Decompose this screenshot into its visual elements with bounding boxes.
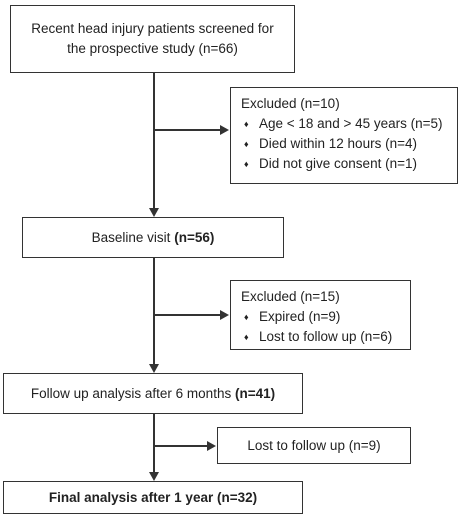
baseline-label: Baseline visit (n=56)	[91, 229, 215, 245]
followup-box: Follow up analysis after 6 months (n=41)	[3, 373, 303, 414]
lost-label: Lost to follow up (n=9)	[247, 437, 381, 453]
excluded1-item: Did not give consent (n=1)	[241, 154, 447, 174]
connector-baseline-to-followup	[153, 258, 155, 366]
connector-to-excluded2	[153, 314, 221, 316]
screened-line1: Recent head injury patients screened for	[31, 21, 274, 36]
excluded1-item: Died within 12 hours (n=4)	[241, 134, 447, 154]
excluded1-box: Excluded (n=10) Age < 18 and > 45 years …	[230, 87, 458, 184]
excluded2-item: Lost to follow up (n=6)	[241, 327, 400, 347]
connector-followup-to-final	[153, 414, 155, 474]
lost-box: Lost to follow up (n=9)	[217, 427, 411, 464]
excluded2-header: Excluded (n=15)	[241, 289, 340, 304]
excluded1-header: Excluded (n=10)	[241, 96, 340, 111]
excluded2-list: Expired (n=9) Lost to follow up (n=6)	[241, 307, 400, 347]
connector-screened-to-baseline	[153, 73, 155, 210]
excluded2-item: Expired (n=9)	[241, 307, 400, 327]
arrowhead-to-followup	[149, 364, 159, 373]
connector-to-excluded1	[153, 129, 221, 131]
final-label: Final analysis after 1 year (n=32)	[48, 489, 258, 505]
arrowhead-to-excluded1	[220, 125, 229, 135]
baseline-count: (n=56)	[174, 229, 215, 245]
followup-label: Follow up analysis after 6 months (n=41)	[30, 385, 276, 401]
arrowhead-to-final	[149, 472, 159, 481]
excluded1-item: Age < 18 and > 45 years (n=5)	[241, 114, 447, 134]
screened-line2: the prospective study (n=66)	[67, 41, 238, 56]
final-box: Final analysis after 1 year (n=32)	[3, 481, 303, 514]
excluded1-list: Age < 18 and > 45 years (n=5) Died withi…	[241, 114, 447, 174]
baseline-box: Baseline visit (n=56)	[22, 217, 284, 258]
excluded2-box: Excluded (n=15) Expired (n=9) Lost to fo…	[230, 280, 411, 350]
connector-to-lost	[153, 445, 209, 447]
followup-count: (n=41)	[234, 385, 276, 401]
arrowhead-to-lost	[207, 441, 216, 451]
arrowhead-to-excluded2	[220, 310, 229, 320]
screened-box: Recent head injury patients screened for…	[10, 5, 295, 73]
arrowhead-to-baseline	[149, 208, 159, 217]
